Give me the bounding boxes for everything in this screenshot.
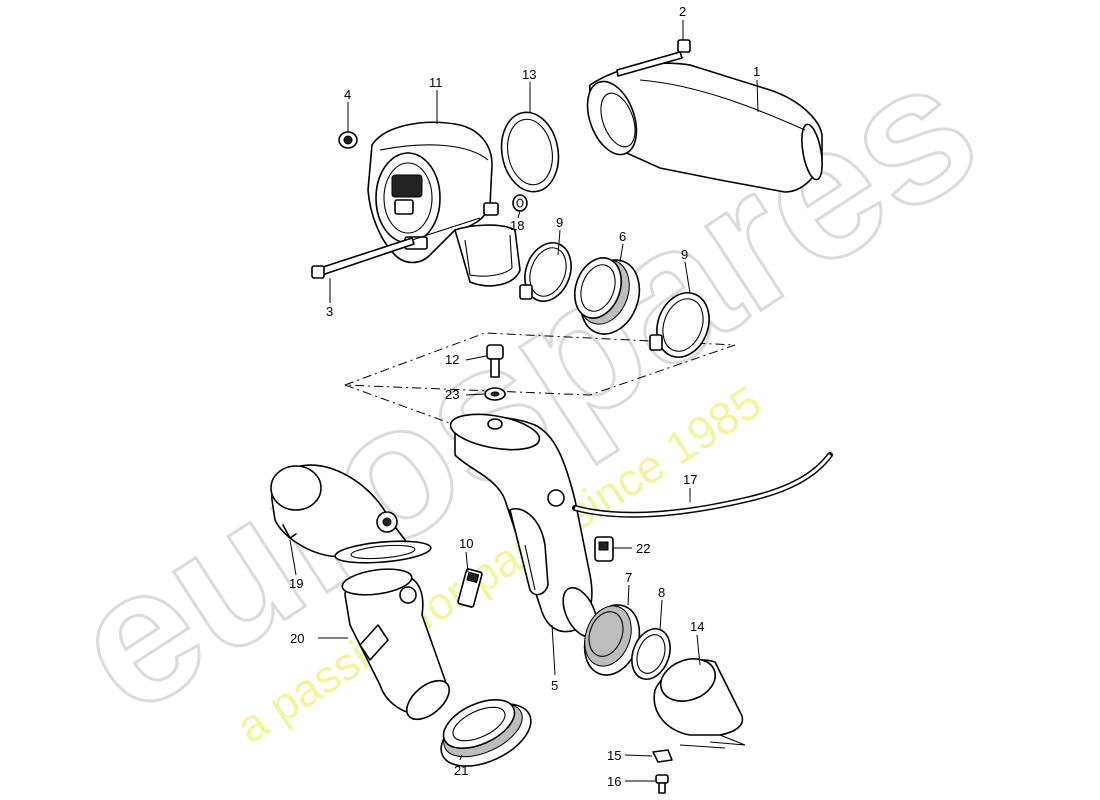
part-22-clip	[594, 536, 614, 562]
part-11-blower-motor	[367, 121, 521, 287]
part-14-funnel	[653, 658, 746, 749]
part-18-nut	[512, 194, 528, 212]
callout-15: 15	[607, 748, 621, 763]
part-9-hose-clamp-a	[519, 242, 572, 302]
callout-9b: 9	[681, 247, 688, 262]
callout-19: 19	[289, 576, 303, 591]
part-1-intake-duct	[586, 62, 823, 193]
part-21-lower-bellows	[440, 698, 532, 767]
callout-17: 17	[683, 472, 697, 487]
callout-21: 21	[454, 763, 468, 778]
callout-14: 14	[690, 619, 704, 634]
callout-2: 2	[679, 4, 686, 19]
assembly-outline-dashed	[344, 332, 736, 426]
callout-labels: 1 2 3 4 5 6 7 8 9 9 10 11 12 13 14 15 16…	[289, 4, 760, 789]
part-6-bellows	[573, 257, 641, 335]
part-10-connector	[457, 568, 483, 608]
callout-8: 8	[658, 585, 665, 600]
callout-22: 22	[636, 541, 650, 556]
callout-4: 4	[344, 87, 351, 102]
callout-16: 16	[607, 774, 621, 789]
callout-9a: 9	[556, 215, 563, 230]
part-2-bolt	[616, 39, 691, 77]
callout-1: 1	[753, 64, 760, 79]
callout-13: 13	[522, 67, 536, 82]
part-5-connecting-duct	[449, 413, 598, 638]
callout-10: 10	[459, 536, 473, 551]
callout-11: 11	[429, 75, 443, 90]
callout-18: 18	[510, 218, 524, 233]
part-20-lower-duct	[341, 568, 450, 721]
part-17-tube	[572, 452, 833, 518]
part-23-washer	[484, 387, 506, 401]
callout-6: 6	[619, 229, 626, 244]
callout-23: 23	[445, 387, 459, 402]
part-16-screw	[655, 774, 669, 794]
callout-12: 12	[445, 352, 459, 367]
leader-lines	[289, 20, 759, 782]
callout-3: 3	[326, 304, 333, 319]
callout-7: 7	[625, 570, 632, 585]
part-7-bellows	[583, 604, 641, 676]
part-9-hose-clamp-b	[649, 292, 710, 358]
callout-5: 5	[551, 678, 558, 693]
part-4-grommet	[338, 131, 358, 149]
part-13-ring-gasket	[500, 111, 560, 193]
part-12-sensor	[486, 344, 504, 378]
part-8-ring	[631, 628, 671, 680]
part-3-long-bolt	[311, 217, 481, 279]
part-19-elbow-duct	[270, 464, 432, 564]
callout-20: 20	[290, 631, 304, 646]
part-15-clip-nut	[652, 749, 673, 763]
